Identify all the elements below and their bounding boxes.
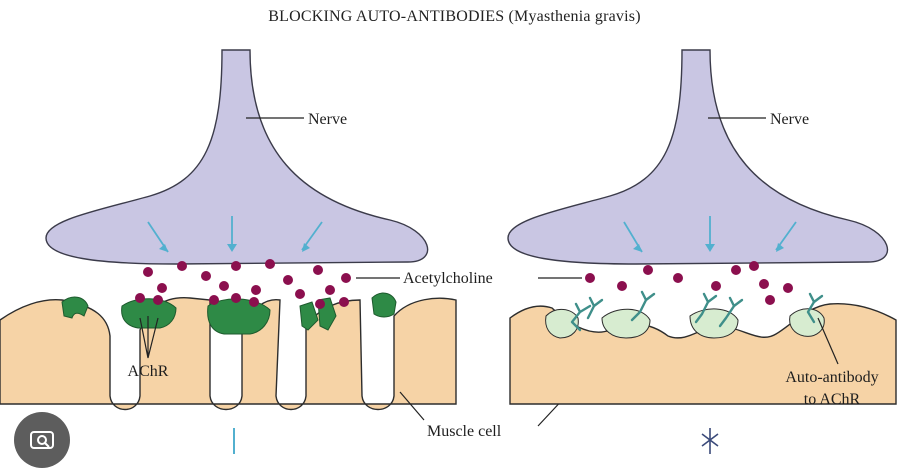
achr-label: AChR: [128, 363, 169, 380]
achr-receptor: [299, 301, 319, 331]
left-panel: AChR Nerve: [0, 49, 457, 454]
achr-receptor: [61, 296, 89, 319]
left-nerve-terminal: [45, 49, 429, 265]
auto-antibody-label-line1: Auto-antibody: [785, 369, 878, 386]
achr-leader: [139, 316, 159, 359]
right-panel: Nerve Auto-antibody to AChR: [507, 49, 897, 454]
release-arrows: [623, 216, 797, 253]
image-search-button[interactable]: [14, 412, 70, 468]
neuromuscular-junction-diagram: AChR Nerve Acetylcholine Muscle cell: [0, 49, 897, 454]
diagram-title: BLOCKING AUTO-ANTIBODIES (Myasthenia gra…: [268, 8, 641, 25]
acetylcholine-molecules: [135, 259, 351, 309]
acetylcholine-label: Acetylcholine: [403, 270, 493, 287]
blocked-receptor: [601, 308, 651, 339]
auto-antibody-leader: [817, 317, 839, 365]
blocked-receptor: [545, 309, 579, 339]
achr-receptor: [371, 292, 397, 318]
blocked-receptor: [789, 308, 825, 337]
achr-receptor: [207, 298, 271, 335]
nerve-label-right: Nerve: [770, 111, 809, 128]
muscle-cell-label: Muscle cell: [427, 423, 502, 440]
auto-antibodies: [570, 290, 824, 332]
diagram-stage: BLOCKING AUTO-ANTIBODIES (Myasthenia gra…: [0, 8, 897, 468]
acetylcholine-molecules: [585, 261, 793, 305]
right-nerve-terminal: [507, 49, 888, 265]
auto-antibody-label-line2: to AChR: [804, 391, 861, 408]
release-arrows: [147, 216, 323, 253]
achr-receptor: [121, 298, 177, 329]
nerve-label-left: Nerve: [308, 111, 347, 128]
muscle-cell-leader-left: [399, 391, 425, 421]
image-search-icon: [30, 431, 54, 449]
x-mark-icon: [701, 428, 719, 454]
